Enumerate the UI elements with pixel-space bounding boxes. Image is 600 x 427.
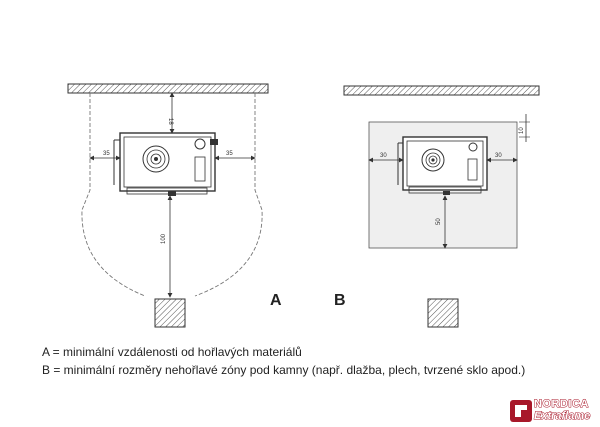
logo-line2: Extraflame <box>533 410 591 423</box>
label-b: B <box>334 292 346 309</box>
diagram-a: 18 35 35 100 A <box>67 83 282 328</box>
legend-a: A = minimální vzdálenosti od hořlavých m… <box>42 345 302 359</box>
brand-logo: NORDICA Extraflame <box>510 398 598 424</box>
dimension-a-right: 35 <box>226 151 233 157</box>
label-a: A <box>270 292 282 309</box>
wall-b <box>343 85 540 96</box>
clearance-zone-a <box>81 93 263 297</box>
nordica-logo-icon <box>510 400 532 422</box>
logo-line1: NORDICA <box>534 398 589 411</box>
dimension-b-front: 50 <box>436 218 442 225</box>
diagram-b: 10 30 30 50 B <box>334 85 540 328</box>
legend-b: B = minimální rozměry nehořlavé zóny pod… <box>42 363 526 377</box>
dimension-a-left: 35 <box>103 151 110 157</box>
dimension-b-left: 30 <box>380 153 387 159</box>
dimension-a-front: 100 <box>161 233 167 244</box>
dimension-b-top: 10 <box>519 127 525 134</box>
dimension-b-right: 30 <box>495 153 502 159</box>
stove-a <box>113 132 218 196</box>
floor-sample-b <box>427 298 459 328</box>
wall-a <box>67 83 269 94</box>
stove-b <box>397 136 488 195</box>
floor-sample-a <box>154 298 186 328</box>
dimension-a-top: 18 <box>167 118 173 125</box>
